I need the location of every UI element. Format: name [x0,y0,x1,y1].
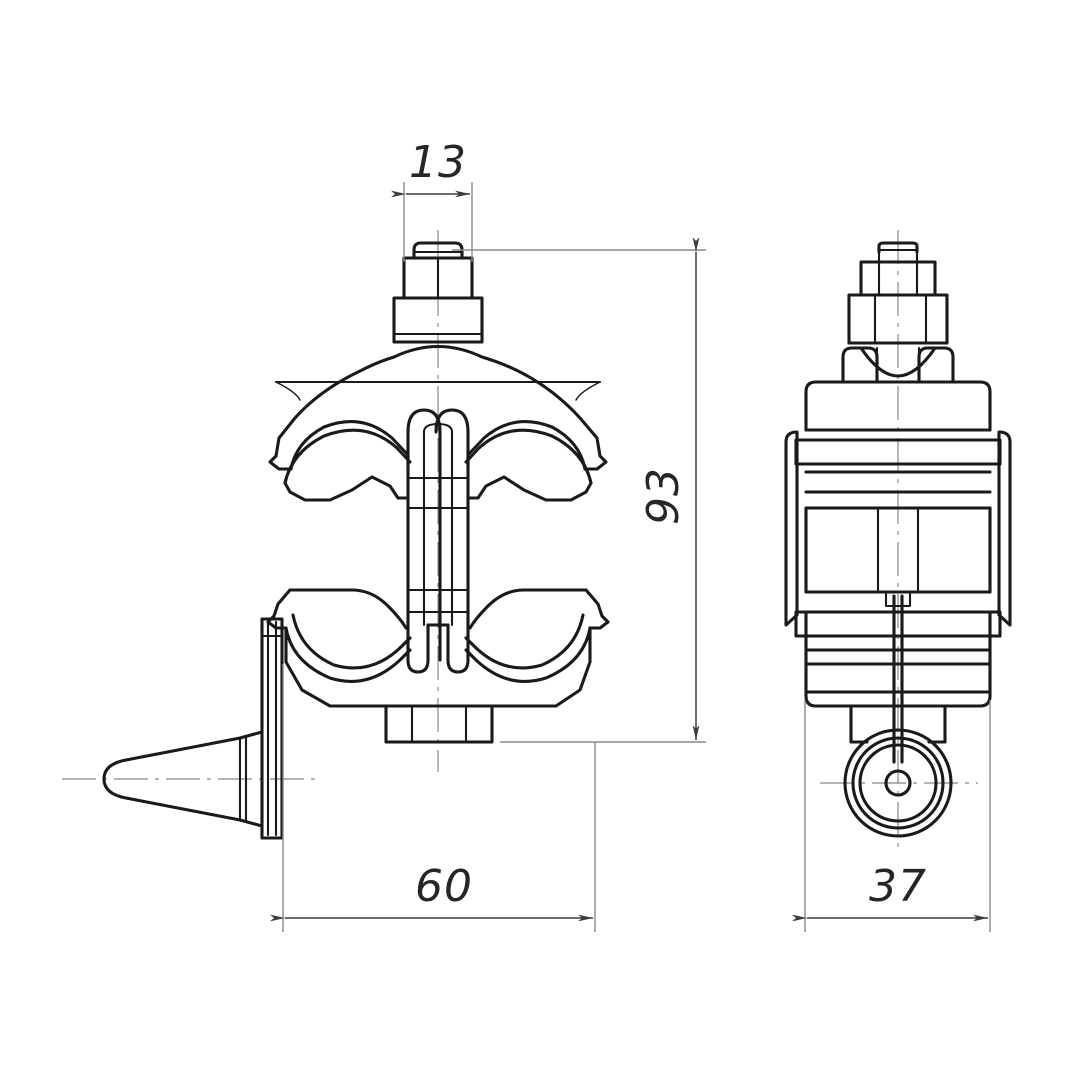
upper-body-left-groove-inner [283,428,412,485]
cap-ring-outer [843,728,953,838]
front-view-lower-body [266,588,610,744]
side-body-upper-outline [804,380,992,432]
stirrup-right-foot [446,658,470,674]
side-wing-left [784,430,799,627]
cap-cone-body [102,730,264,828]
lower-body-left-groove-inner [291,613,412,670]
cap-ring-second [851,736,945,830]
upper-body-left-lower-contour [283,475,410,502]
upper-body-left-groove-outer [289,420,410,471]
front-view-cap-assembly [62,617,320,840]
stirrup-left-foot [406,623,430,674]
side-shaft-collar [884,590,912,608]
side-view-cap-rings [843,728,953,838]
side-cap-dome-arc [859,346,937,378]
dim37-text: 37 [869,861,927,912]
side-wing-right [997,430,1012,627]
lower-body-right-groove-top [468,588,588,630]
side-bolt-cap [877,241,919,254]
upper-body-chord-left-tick [275,381,301,401]
lower-body-right-edge [584,588,610,630]
dimension-37: 37 [792,700,991,932]
dimension-93: 93 [452,237,706,743]
lower-body-left-groove-outer [284,626,412,683]
dimension-60: 60 [270,664,596,932]
bolt-cap [412,241,464,260]
stirrup-inner-arch [422,422,454,434]
dim13-text: 13 [409,137,467,188]
side-view-upper-cap [841,341,955,384]
side-view-main-body [784,380,1012,764]
lower-boss-block [384,704,494,744]
upper-body-right-lower-contour [466,475,593,502]
side-view [784,230,1012,848]
dim93-text: 93 [638,467,689,525]
dim60-text: 60 [415,861,473,912]
upper-body-right-groove-inner [464,428,593,485]
lower-body-right-groove-inner [464,613,585,670]
cap-ring-hub [884,769,912,797]
front-view [62,230,610,840]
upper-body-chord-right-tick [575,381,601,401]
front-view-bolt-assembly [392,241,484,344]
lower-body-right-groove-outer [464,626,592,683]
side-lug-right [927,704,947,744]
dimension-13: 13 [391,137,473,262]
stirrup-right-leg [434,408,470,662]
bolt-lower-nut [392,296,484,344]
cap-ring-third [858,743,938,823]
side-lug-left [849,704,869,744]
lower-body-left-groove-top [288,588,408,630]
front-view-upper-body [268,344,608,502]
upper-body-right-outline [392,344,608,471]
upper-body-right-groove-outer [466,420,587,471]
front-view-stirrup [406,408,470,674]
